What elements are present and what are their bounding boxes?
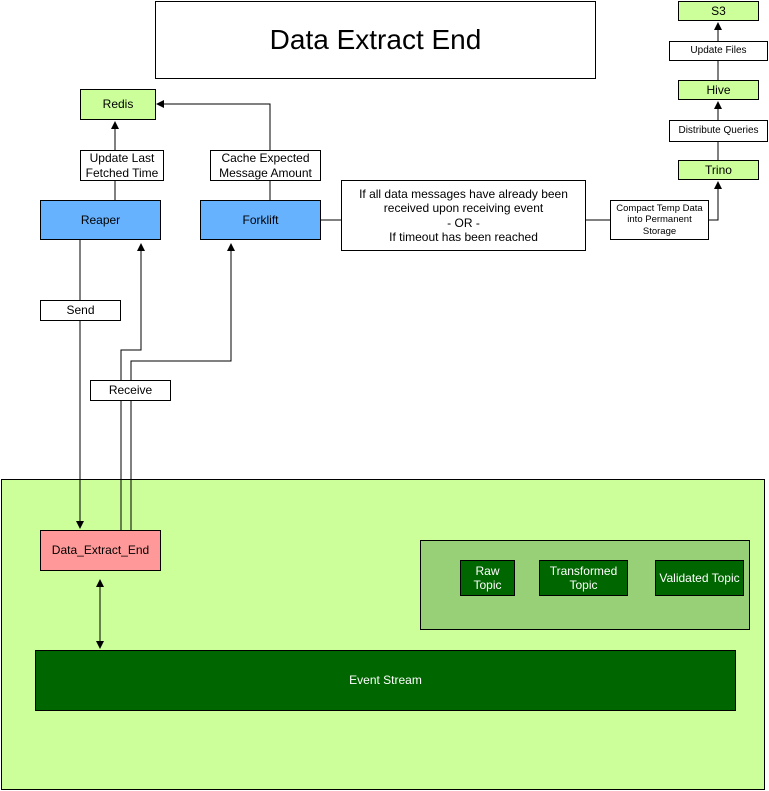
- diagram-title: Data Extract End: [155, 1, 596, 79]
- hive-node: Hive: [678, 80, 759, 100]
- condition-box: If all data messages have already been r…: [341, 180, 586, 251]
- forklift-node: Forklift: [200, 200, 321, 240]
- send-label: Send: [40, 300, 121, 321]
- update-last-fetched-label: Update Last Fetched Time: [80, 150, 164, 181]
- transformed-topic-node: Transformed Topic: [539, 560, 628, 596]
- event-zone: [1, 479, 765, 790]
- receive-forklift-line: [130, 243, 235, 530]
- reaper-node: Reaper: [40, 200, 161, 240]
- condition-line-1: If all data messages have already been r…: [359, 186, 568, 216]
- trino-node: Trino: [678, 160, 759, 180]
- s3-node: S3: [678, 1, 759, 21]
- receive-label: Receive: [90, 380, 171, 401]
- cache-expected-label: Cache Expected Message Amount: [210, 150, 321, 181]
- validated-topic-node: Validated Topic: [655, 560, 744, 596]
- event-stream-node: Event Stream: [35, 650, 736, 711]
- raw-topic-node: Raw Topic: [460, 560, 515, 596]
- receive-reaper-line: [120, 243, 145, 530]
- update-files-label: Update Files: [669, 41, 768, 61]
- condition-line-2: If timeout has been reached: [389, 229, 538, 244]
- condition-or: - OR -: [447, 215, 480, 230]
- compact-storage-label: Compact Temp Data into Permanent Storage: [610, 200, 709, 240]
- data-extract-end-node: Data_Extract_End: [40, 530, 161, 571]
- redis-node: Redis: [80, 89, 156, 120]
- distribute-queries-label: Distribute Queries: [669, 120, 768, 142]
- compact-to-trino-line: [708, 181, 722, 221]
